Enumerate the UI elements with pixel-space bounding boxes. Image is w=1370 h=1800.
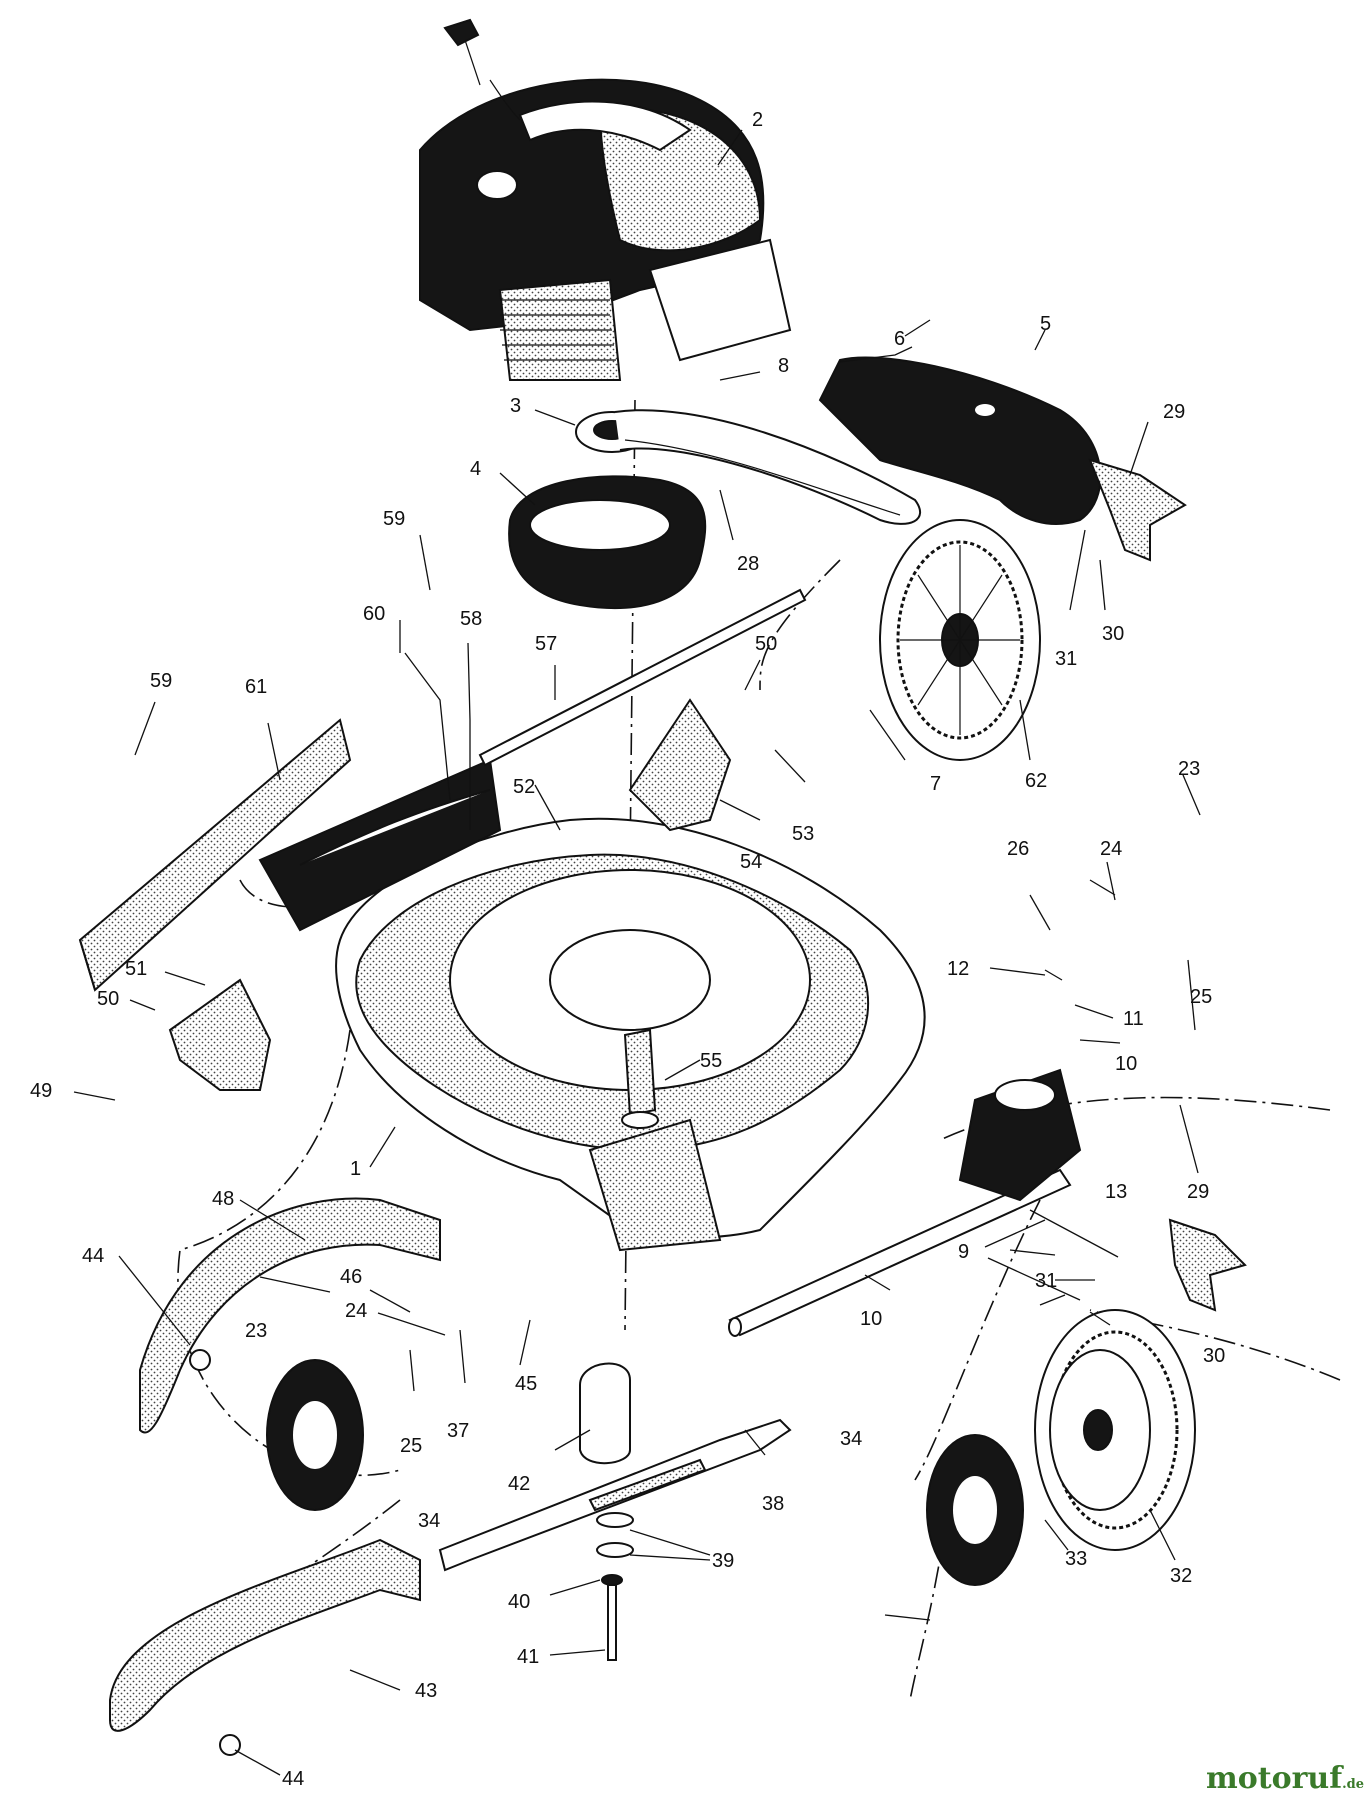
part-label-59-top: 59 bbox=[383, 508, 405, 530]
rear-flap-and-shield bbox=[78, 588, 807, 992]
part-label-8: 8 bbox=[778, 355, 789, 377]
part-label-57: 57 bbox=[535, 633, 557, 655]
part-label-44-top: 44 bbox=[82, 1245, 104, 1267]
part-label-55: 55 bbox=[700, 1050, 722, 1072]
part-label-1: 1 bbox=[350, 1158, 361, 1180]
part-label-10: 10 bbox=[860, 1308, 882, 1330]
part-label-23-left: 23 bbox=[245, 1320, 267, 1342]
part-label-11: 10 bbox=[1115, 1053, 1137, 1075]
part-label-7: 7 bbox=[930, 773, 941, 795]
wheels bbox=[266, 519, 1196, 1586]
part-label-54: 54 bbox=[740, 851, 762, 873]
part-label-45: 45 bbox=[515, 1373, 537, 1395]
part-label-3: 3 bbox=[510, 395, 521, 417]
part-label-42: 42 bbox=[508, 1473, 530, 1495]
part-label-4: 4 bbox=[470, 458, 481, 480]
part-label-24-right: 24 bbox=[1100, 838, 1122, 860]
part-label-33: 33 bbox=[1065, 1548, 1087, 1570]
part-label-38: 38 bbox=[762, 1493, 784, 1515]
part-label-29-bottom: 29 bbox=[1187, 1181, 1209, 1203]
blade bbox=[438, 1362, 792, 1572]
part-label-5: 5 bbox=[1040, 313, 1051, 335]
part-label-31-top: 31 bbox=[1055, 648, 1077, 670]
part-label-34-left: 34 bbox=[418, 1510, 440, 1532]
part-label-9: 9 bbox=[958, 1241, 969, 1263]
part-label-50-left: 50 bbox=[97, 988, 119, 1010]
part-label-48: 48 bbox=[212, 1188, 234, 1210]
part-label-13: 12 bbox=[947, 958, 969, 980]
part-label-37: 37 bbox=[447, 1420, 469, 1442]
part-label-34-right: 34 bbox=[840, 1428, 862, 1450]
motoruf-watermark: motoruf.de bbox=[1206, 1761, 1364, 1796]
part-label-51: 51 bbox=[125, 958, 147, 980]
watermark-text: motoruf bbox=[1205, 1761, 1343, 1796]
leader-lines bbox=[73, 129, 1201, 1776]
rear-axle bbox=[728, 1168, 1072, 1337]
part-label-24-left: 24 bbox=[345, 1300, 367, 1322]
part-number-labels: 2 3 4 6 5 8 29 28 31 30 62 7 50 53 54 57… bbox=[30, 109, 1225, 1790]
part-label-26: 26 bbox=[1007, 838, 1029, 860]
belt-guard bbox=[818, 356, 1102, 525]
part-label-43: 43 bbox=[415, 1680, 437, 1702]
blade-bolt-stack bbox=[596, 1512, 634, 1661]
part-label-60: 60 bbox=[363, 603, 385, 625]
transmission bbox=[958, 1068, 1082, 1202]
part-label-58: 58 bbox=[460, 608, 482, 630]
part-label-46: 46 bbox=[340, 1266, 362, 1288]
part-label-59-left: 59 bbox=[150, 670, 172, 692]
watermark-tld: .de bbox=[1342, 1777, 1364, 1792]
part-label-62: 62 bbox=[1025, 770, 1047, 792]
part-label-14: 13 bbox=[1105, 1181, 1127, 1203]
part-label-44-bottom: 44 bbox=[282, 1768, 304, 1790]
part-label-12: 11 bbox=[1123, 1008, 1144, 1030]
part-label-61: 61 bbox=[245, 676, 267, 698]
part-label-29-top: 29 bbox=[1163, 401, 1185, 423]
handle-knobs bbox=[1088, 458, 1247, 1312]
part-label-49: 49 bbox=[30, 1080, 52, 1102]
part-label-30-top: 30 bbox=[1102, 623, 1124, 645]
part-label-52: 52 bbox=[513, 776, 535, 798]
part-label-39: 39 bbox=[712, 1550, 734, 1572]
mower-deck bbox=[335, 817, 926, 1252]
engine bbox=[419, 18, 792, 381]
baffle-ring bbox=[508, 475, 707, 609]
part-label-28: 28 bbox=[737, 553, 759, 575]
part-label-2: 2 bbox=[752, 109, 763, 131]
part-label-53: 53 bbox=[792, 823, 814, 845]
pulley-and-belt bbox=[575, 409, 922, 525]
height-brackets bbox=[168, 698, 732, 1091]
part-label-50-top: 50 bbox=[755, 633, 777, 655]
part-label-31-bottom: 31 bbox=[1035, 1270, 1057, 1292]
part-label-30-bottom: 30 bbox=[1203, 1345, 1225, 1367]
part-label-6: 6 bbox=[894, 328, 905, 350]
part-label-40: 40 bbox=[508, 1591, 530, 1613]
part-label-41: 41 bbox=[517, 1646, 539, 1668]
part-label-25-left: 25 bbox=[400, 1435, 422, 1457]
part-label-23-right: 23 bbox=[1178, 758, 1200, 780]
part-label-32: 32 bbox=[1170, 1565, 1192, 1587]
deck-stud bbox=[621, 1028, 659, 1129]
part-label-25-right: 25 bbox=[1190, 986, 1212, 1008]
